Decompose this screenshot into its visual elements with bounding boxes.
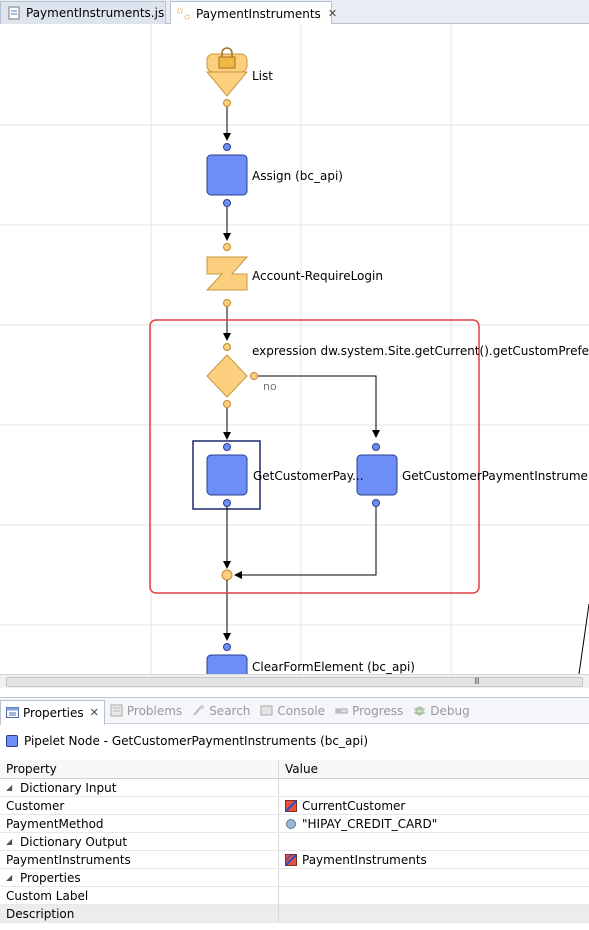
horizontal-scrollbar[interactable]: III bbox=[0, 674, 589, 688]
properties-title: Pipelet Node - GetCustomerPaymentInstrum… bbox=[0, 730, 589, 752]
clearform-node bbox=[206, 654, 248, 674]
string-constant-icon bbox=[285, 818, 297, 830]
pipelet-node-right bbox=[356, 454, 398, 496]
tab-label: Debug bbox=[430, 703, 470, 718]
tab-problems[interactable]: Problems bbox=[105, 700, 187, 722]
console-icon bbox=[260, 704, 273, 717]
tab-paymentinstruments-js[interactable]: PaymentInstruments.js bbox=[0, 1, 166, 24]
pipeline-diagram bbox=[0, 24, 589, 674]
tab-paymentinstruments-pipeline[interactable]: PaymentInstruments ✕ bbox=[170, 1, 337, 25]
tab-search[interactable]: Search bbox=[187, 700, 255, 722]
tab-debug[interactable]: Debug bbox=[408, 700, 474, 722]
decision-node bbox=[206, 354, 248, 398]
start-node-label[interactable]: List bbox=[252, 69, 273, 83]
row-value: PaymentInstruments bbox=[302, 852, 427, 867]
expand-triangle-icon[interactable]: ◢ bbox=[6, 873, 13, 882]
table-row[interactable]: ◢ Dictionary Input bbox=[0, 779, 589, 797]
row-label: Dictionary Output bbox=[20, 834, 128, 849]
row-label: PaymentInstruments bbox=[6, 852, 131, 867]
pipeline-icon bbox=[177, 7, 191, 21]
views-tab-bar: Properties ✕ Problems Search Console Pro… bbox=[0, 698, 589, 725]
pipelet-right-label[interactable]: GetCustomerPaymentInstruments ( bbox=[402, 469, 589, 483]
start-node-list bbox=[205, 47, 249, 97]
scrollbar-thumb[interactable] bbox=[6, 677, 583, 687]
table-header: Property Value bbox=[0, 760, 589, 779]
expand-triangle-icon[interactable]: ◢ bbox=[6, 837, 13, 846]
panel-divider[interactable] bbox=[0, 688, 589, 698]
row-label: Properties bbox=[20, 870, 81, 885]
column-header-property[interactable]: Property bbox=[0, 760, 279, 778]
tab-label: Search bbox=[209, 703, 251, 718]
canvas-grid bbox=[0, 24, 589, 674]
tab-progress[interactable]: Progress bbox=[330, 700, 408, 722]
call-node-label[interactable]: Account-RequireLogin bbox=[252, 269, 383, 283]
tab-properties[interactable]: Properties ✕ bbox=[0, 699, 105, 725]
column-header-value[interactable]: Value bbox=[285, 762, 318, 776]
pipelet-node-icon bbox=[6, 735, 18, 747]
editor-tab-bar: PaymentInstruments.js PaymentInstruments… bbox=[0, 0, 589, 25]
join-node bbox=[221, 569, 233, 581]
properties-title-text: Pipelet Node - GetCustomerPaymentInstrum… bbox=[24, 734, 369, 748]
row-value: "HIPAY_CREDIT_CARD" bbox=[302, 816, 438, 831]
tab-label: Console bbox=[277, 703, 326, 718]
tab-label: Properties bbox=[23, 705, 84, 720]
pipelet-node-left bbox=[206, 454, 248, 496]
close-icon[interactable]: ✕ bbox=[327, 7, 338, 20]
table-row[interactable]: PaymentInstruments PaymentInstruments bbox=[0, 851, 589, 869]
row-label: Custom Label bbox=[6, 888, 89, 903]
progress-icon bbox=[335, 704, 348, 717]
tab-label: PaymentInstruments bbox=[196, 6, 321, 21]
properties-icon bbox=[6, 706, 19, 719]
highlight-rectangle bbox=[149, 319, 480, 594]
clearform-node-label[interactable]: ClearFormElement (bc_api) bbox=[252, 660, 415, 674]
assign-node bbox=[206, 154, 248, 196]
row-label: PaymentMethod bbox=[6, 816, 104, 831]
decision-node-label[interactable]: expression dw.system.Site.getCurrent().g… bbox=[252, 344, 589, 358]
pipelet-left-label[interactable]: GetCustomerPay... bbox=[253, 469, 364, 483]
table-row[interactable]: Custom Label bbox=[0, 887, 589, 905]
table-row[interactable]: ◢ Properties bbox=[0, 869, 589, 887]
row-value: CurrentCustomer bbox=[302, 798, 406, 813]
problems-icon bbox=[110, 704, 123, 717]
properties-table: Property Value ◢ Dictionary Input Custome… bbox=[0, 760, 589, 923]
table-row[interactable]: ◢ Dictionary Output bbox=[0, 833, 589, 851]
tab-label: Problems bbox=[126, 703, 183, 718]
close-icon[interactable]: ✕ bbox=[89, 706, 99, 719]
search-icon bbox=[192, 704, 205, 717]
row-label: Customer bbox=[6, 798, 65, 813]
collection-object-icon bbox=[285, 853, 297, 866]
table-row[interactable]: PaymentMethod "HIPAY_CREDIT_CARD" bbox=[0, 815, 589, 833]
row-label: Description bbox=[6, 906, 75, 921]
decision-no-label: no bbox=[263, 380, 277, 393]
tab-label: PaymentInstruments.js bbox=[26, 6, 165, 20]
expand-triangle-icon[interactable]: ◢ bbox=[6, 783, 13, 792]
debug-icon bbox=[413, 704, 426, 717]
customer-object-icon bbox=[285, 799, 297, 812]
javascript-file-icon bbox=[7, 6, 21, 20]
pipeline-canvas[interactable]: List Assign (bc_api) Account-RequireLogi… bbox=[0, 24, 589, 674]
table-row[interactable]: Customer CurrentCustomer bbox=[0, 797, 589, 815]
scrollbar-grip-icon: III bbox=[474, 677, 480, 687]
table-row[interactable]: Description bbox=[0, 905, 589, 923]
tab-label: Progress bbox=[352, 703, 404, 718]
call-node bbox=[205, 256, 249, 291]
row-label: Dictionary Input bbox=[20, 780, 117, 795]
assign-node-label[interactable]: Assign (bc_api) bbox=[252, 169, 343, 183]
tab-console[interactable]: Console bbox=[255, 700, 330, 722]
